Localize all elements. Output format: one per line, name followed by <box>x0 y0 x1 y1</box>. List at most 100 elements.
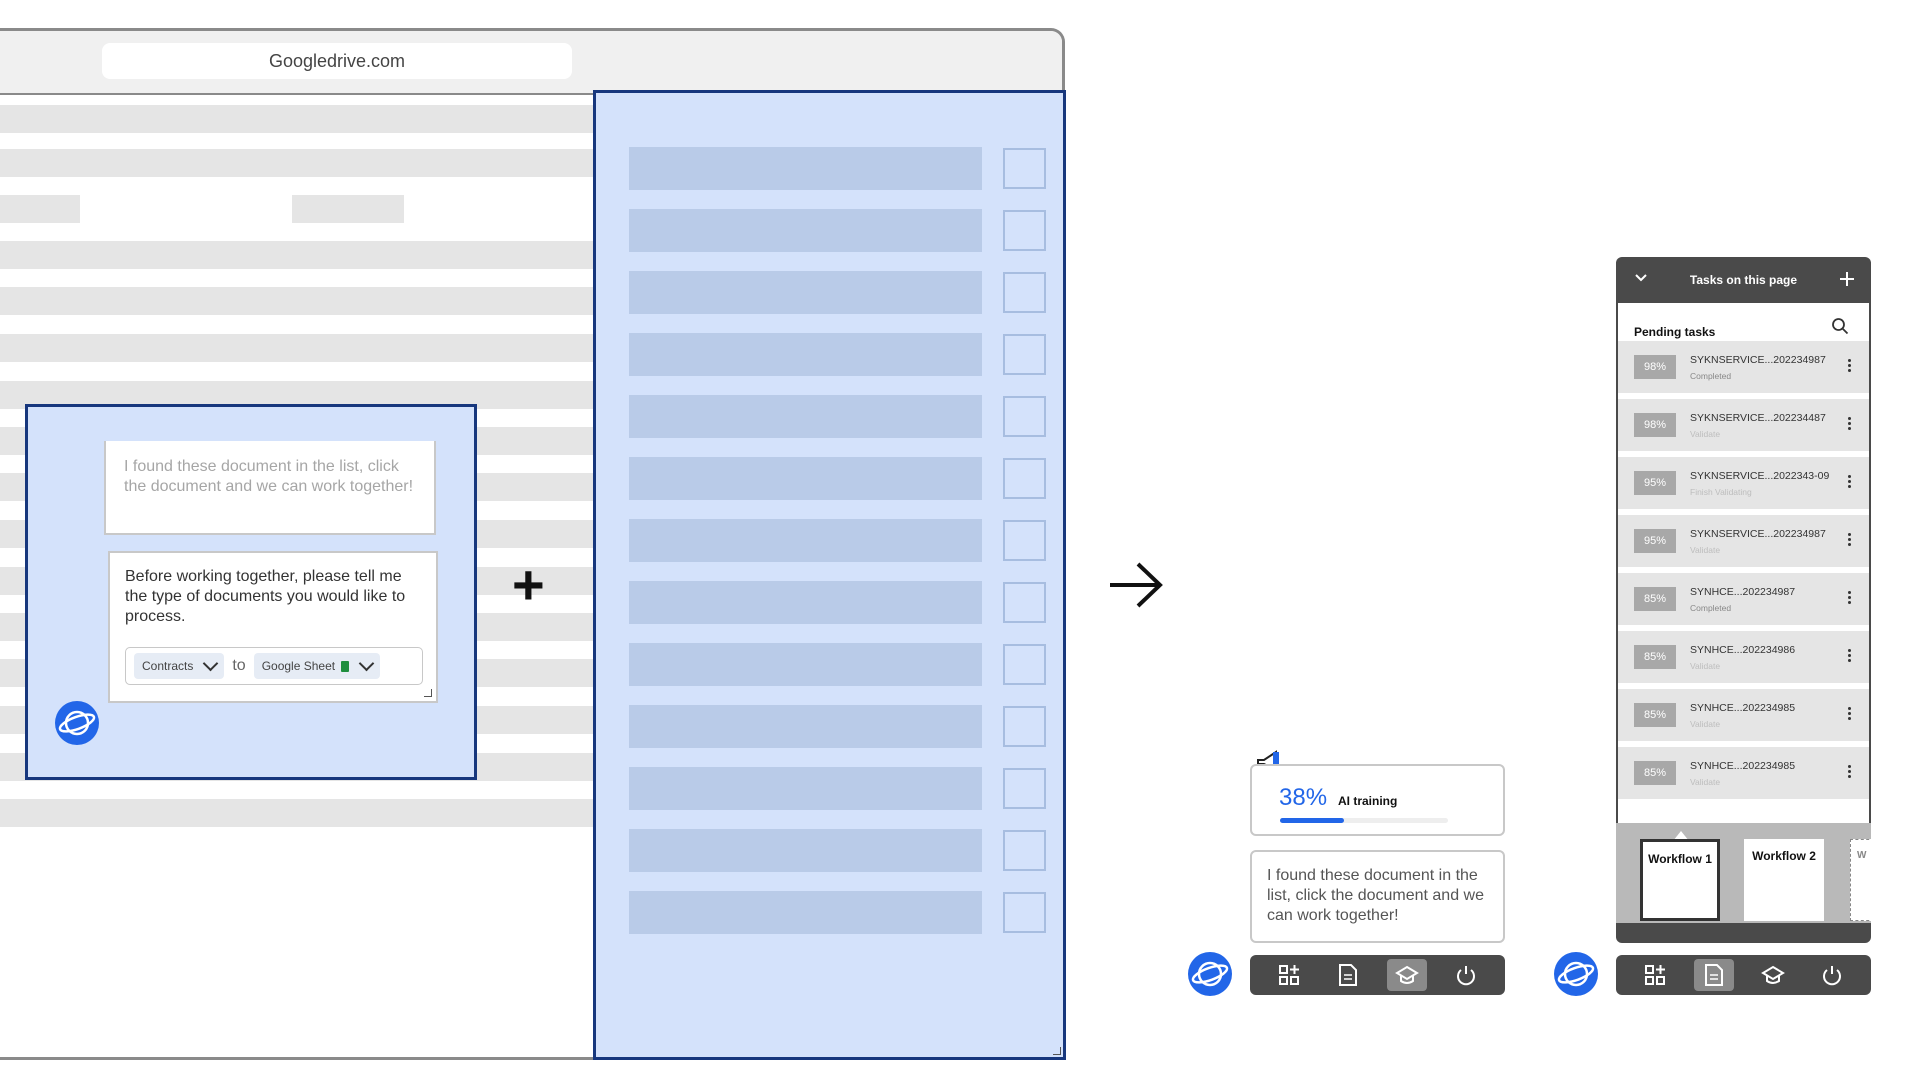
tasks-title: Tasks on this page <box>1689 273 1798 287</box>
task-percent: 85% <box>1634 703 1676 727</box>
power-icon <box>1822 966 1841 986</box>
document-checkbox[interactable] <box>1003 830 1046 871</box>
document-row[interactable] <box>629 519 982 562</box>
document-checkbox[interactable] <box>1003 582 1046 623</box>
task-status: Completed <box>1690 371 1732 381</box>
task-row[interactable]: 98% SYKNSERVICE...202234987 Completed <box>1618 341 1869 393</box>
tasks-header: Tasks on this page <box>1616 257 1871 303</box>
kebab-menu-icon[interactable] <box>1848 707 1851 720</box>
progress-percent: 38% <box>1279 784 1328 811</box>
document-checkbox[interactable] <box>1003 458 1046 499</box>
kebab-menu-icon[interactable] <box>1848 533 1851 546</box>
task-status: Validate <box>1690 777 1721 787</box>
document-checkbox[interactable] <box>1003 334 1046 375</box>
training-button[interactable] <box>1386 959 1427 991</box>
assistant-overlay: I found these document in the list, clic… <box>25 404 477 780</box>
task-row[interactable]: 95% SYKNSERVICE...202234987 Validate <box>1618 515 1869 567</box>
document-row[interactable] <box>629 829 982 872</box>
search-button[interactable] <box>1831 317 1849 340</box>
task-status: Validate <box>1690 719 1721 729</box>
placeholder-bar <box>292 195 404 223</box>
document-row[interactable] <box>629 891 982 934</box>
orbit-logo-icon[interactable] <box>1188 952 1232 996</box>
document-checkbox[interactable] <box>1003 272 1046 313</box>
workflow-card[interactable]: Workflow 2 <box>1744 839 1824 921</box>
chevron-down-icon <box>358 655 375 671</box>
task-row[interactable]: 95% SYKNSERVICE...2022343-09 Finish Vali… <box>1618 457 1869 509</box>
google-sheet-icon <box>341 660 350 672</box>
document-checkbox[interactable] <box>1003 396 1046 437</box>
add-widget-button[interactable] <box>1269 959 1309 991</box>
workflow-card[interactable]: Workflow 1 <box>1640 839 1720 921</box>
document-row[interactable] <box>629 581 982 624</box>
doc-type-select[interactable]: Contracts <box>134 653 225 679</box>
document-button[interactable] <box>1328 959 1368 991</box>
task-row[interactable]: 85% SYNHCE...202234987 Completed <box>1618 573 1869 625</box>
orbit-logo-icon[interactable] <box>55 701 99 745</box>
document-row[interactable] <box>629 767 982 810</box>
document-checkbox[interactable] <box>1003 892 1046 933</box>
resize-handle[interactable] <box>424 689 432 697</box>
browser-toolbar: Googledrive.com <box>0 31 1062 95</box>
document-list-highlight <box>593 90 1066 1060</box>
doc-type-value: Contracts <box>142 659 194 673</box>
document-checkbox[interactable] <box>1003 768 1046 809</box>
document-row[interactable] <box>629 457 982 500</box>
kebab-menu-icon[interactable] <box>1848 475 1851 488</box>
document-row[interactable] <box>629 209 982 252</box>
url-bar[interactable]: Googledrive.com <box>102 43 572 79</box>
task-status: Validate <box>1690 661 1721 671</box>
task-percent: 98% <box>1634 355 1676 379</box>
document-checkbox[interactable] <box>1003 210 1046 251</box>
task-row[interactable]: 98% SYKNSERVICE...202234487 Validate <box>1618 399 1869 451</box>
workflow-pointer <box>1673 831 1689 841</box>
document-button[interactable] <box>1694 959 1735 991</box>
task-row[interactable]: 85% SYNHCE...202234985 Validate <box>1618 747 1869 799</box>
ai-training-progress: 38% AI training <box>1250 764 1505 836</box>
task-row[interactable]: 85% SYNHCE...202234985 Validate <box>1618 689 1869 741</box>
kebab-menu-icon[interactable] <box>1848 359 1851 372</box>
target-select[interactable]: Google Sheet <box>253 653 381 679</box>
kebab-menu-icon[interactable] <box>1848 765 1851 778</box>
document-row[interactable] <box>629 147 982 190</box>
add-widget-button[interactable] <box>1635 959 1675 991</box>
task-status: Validate <box>1690 429 1721 439</box>
kebab-menu-icon[interactable] <box>1848 417 1851 430</box>
graduation-cap-icon <box>1394 965 1419 984</box>
document-checkbox[interactable] <box>1003 148 1046 189</box>
add-task-button[interactable] <box>1839 271 1855 290</box>
training-button[interactable] <box>1753 959 1793 991</box>
task-row[interactable]: 85% SYNHCE...202234986 Validate <box>1618 631 1869 683</box>
task-name: SYKNSERVICE...2022343-09 <box>1690 470 1830 482</box>
search-icon <box>1832 318 1849 335</box>
progress-track <box>1280 818 1448 823</box>
assistant-prompt-card: Before working together, please tell me … <box>108 551 438 703</box>
chevron-down-icon <box>1635 274 1647 282</box>
kebab-menu-icon[interactable] <box>1848 649 1851 662</box>
document-row[interactable] <box>629 643 982 686</box>
kebab-menu-icon[interactable] <box>1848 591 1851 604</box>
task-name: SYKNSERVICE...202234987 <box>1690 354 1826 366</box>
power-button[interactable] <box>1446 959 1486 991</box>
conversion-selector: Contracts to Google Sheet <box>125 647 423 685</box>
add-widget-icon <box>1645 965 1666 985</box>
document-checkbox[interactable] <box>1003 520 1046 561</box>
target-value: Google Sheet <box>261 659 336 673</box>
resize-handle[interactable] <box>1053 1047 1061 1055</box>
collapse-button[interactable] <box>1634 271 1648 288</box>
document-row[interactable] <box>629 333 982 376</box>
document-checkbox[interactable] <box>1003 706 1046 747</box>
document-row[interactable] <box>629 271 982 314</box>
power-button[interactable] <box>1812 959 1852 991</box>
task-status: Validate <box>1690 545 1721 555</box>
document-row[interactable] <box>629 395 982 438</box>
add-widget-icon <box>1279 965 1300 985</box>
workflow-card[interactable]: W <box>1850 839 1871 921</box>
orbit-logo-icon[interactable] <box>1554 952 1598 996</box>
document-checkbox[interactable] <box>1003 644 1046 685</box>
placeholder-bar <box>0 241 593 269</box>
placeholder-bar <box>0 287 593 315</box>
assistant-message: I found these document in the list, clic… <box>104 441 436 535</box>
chevron-down-icon <box>203 655 219 671</box>
document-row[interactable] <box>629 705 982 748</box>
